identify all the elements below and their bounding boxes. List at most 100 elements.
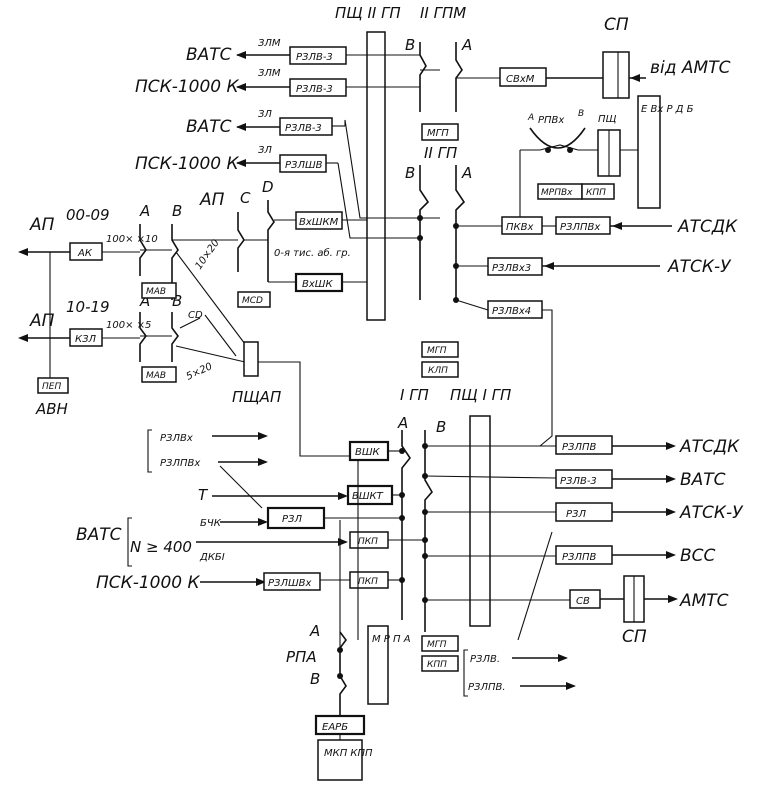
node-rpa-2 <box>337 673 343 679</box>
bracket-rzl-in <box>147 429 152 473</box>
label-dkbi: ДКБІ <box>199 552 225 563</box>
label-b-1gp: В <box>436 418 446 436</box>
line-10x20 <box>175 251 249 349</box>
box-vxshk-label: ВхШК <box>302 279 333 290</box>
box-mrpvx-label: МРПВх <box>541 188 573 198</box>
node-rpa-1 <box>337 647 343 653</box>
box-rzlv3-3-label: РЗЛВ-3 <box>285 123 322 134</box>
box-mav-2-label: МАВ <box>146 371 166 381</box>
node-1gp-a-1 <box>399 448 405 454</box>
arrowhead-bchk <box>258 518 268 526</box>
switch-2gp-b <box>419 165 430 300</box>
box-mgp-mid <box>421 341 459 358</box>
arrowhead-ap-2 <box>18 334 28 342</box>
box-rzlv3-1-label: РЗЛВ-3 <box>296 52 333 63</box>
label-rzlvx-in: РЗЛВх <box>160 433 193 444</box>
box-evrdb-label: Е Вх Р Д Б <box>641 104 694 115</box>
node-1gp-a-3 <box>399 515 405 521</box>
arrowhead-atsdk-o <box>666 442 676 450</box>
bracket-vats-l <box>127 517 132 567</box>
label-rzlpvx-in: РЗЛПВх <box>160 458 200 469</box>
label-ap-2: АП <box>29 311 55 331</box>
line-rzlshv-b <box>337 162 420 239</box>
arrowhead-vats-2 <box>236 123 246 131</box>
box-pep <box>37 377 69 394</box>
box-earb-label: ЕАРБ <box>322 722 348 733</box>
box-mgp-top-label: МГП <box>427 128 449 139</box>
switch-1gp-b <box>424 430 433 632</box>
rpvx-arc <box>529 127 586 149</box>
label-sp-top: СП <box>604 15 629 35</box>
label-zlm-2: ЗЛМ <box>258 68 281 79</box>
node-2gp-b-1 <box>417 215 423 221</box>
line-rzl-bottom <box>517 531 553 641</box>
label-a-2gp: А <box>461 164 472 182</box>
label-vss-o: ВСС <box>680 546 716 566</box>
label-pshchap: ПЩАП <box>232 388 281 406</box>
arrowhead-vats-o <box>666 475 676 483</box>
box-rzlshvx-label: РЗЛШВх <box>268 578 312 589</box>
label-n400: N ≥ 400 <box>130 538 192 556</box>
label-b-l2: В <box>172 292 182 310</box>
arrowhead-rzlvx-in <box>258 432 268 440</box>
node-rpvx-1 <box>545 147 551 153</box>
label-atsdk-r: АТСДК <box>677 217 738 237</box>
node-1gp-b-1 <box>422 537 428 543</box>
box-kzl-label: КЗЛ <box>75 334 97 345</box>
arrowhead-vid-amts <box>630 74 640 82</box>
label-a-1gp: А <box>397 414 408 432</box>
box-rzlshv-label: РЗЛШВ <box>285 160 323 171</box>
box-mgp-bot-label: МГП <box>427 640 447 650</box>
node-2gp-b-2 <box>417 235 423 241</box>
box-mkp-kpp-label: МКП КПП <box>324 748 373 759</box>
label-100x10: 100× ×10 <box>106 234 158 245</box>
label-rzlpv-bot: РЗЛПВ. <box>468 682 506 693</box>
node-rpvx-2 <box>567 147 573 153</box>
label-d-l1: D <box>262 178 274 196</box>
pshch-2gp-frame <box>366 31 386 321</box>
label-avn: АВН <box>35 400 68 418</box>
switch-d-l1 <box>267 200 275 282</box>
label-2gpm: II ГПМ <box>420 4 466 22</box>
label-atsku-o: АТСК-У <box>679 503 744 523</box>
label-rpvx: РПВх <box>538 115 564 126</box>
switch-c-l1 <box>237 212 245 272</box>
box-rzl-o-label: РЗЛ <box>566 509 586 520</box>
label-group-0: 0-я тис. аб. гр. <box>274 247 351 259</box>
label-c-l1: С <box>240 189 251 207</box>
label-2gp: II ГП <box>424 144 457 162</box>
box-mgp-top <box>421 123 459 141</box>
arrowhead-ap-1 <box>18 248 28 256</box>
box-pkp-2-label: ПКП <box>358 577 378 587</box>
arrowhead-amts-o <box>668 595 678 603</box>
switch-b-l2 <box>171 312 179 362</box>
switch-1gp-a <box>401 430 411 620</box>
label-t: Т <box>198 486 209 504</box>
label-vats-2: ВАТС <box>186 117 232 137</box>
arrowhead-rzlpv-bot <box>566 682 576 690</box>
box-kpp-bot <box>421 655 459 672</box>
label-5x20: 5×20 <box>185 361 215 383</box>
line-cd <box>179 317 201 329</box>
label-pshch-1gp: ПЩ I ГП <box>450 386 511 404</box>
label-a-l2: А <box>139 292 150 310</box>
box-rzl-in-label: РЗЛ <box>282 514 302 525</box>
label-1gp: I ГП <box>400 386 429 404</box>
arrowhead-rzlv-bot <box>558 654 568 662</box>
switch-2gpm-b <box>419 42 427 112</box>
node-1gp-a-2 <box>399 492 405 498</box>
arrowhead-rzlpvx-in <box>258 458 268 466</box>
label-psk-l: ПСК-1000 К <box>96 573 201 593</box>
box-kpp-top-label: КПП <box>586 188 606 198</box>
switch-2gp-a <box>455 165 466 300</box>
box-mkp-kpp <box>317 739 363 781</box>
label-10x20: 10×20 <box>193 238 221 272</box>
label-vats-l: ВАТС <box>76 525 122 545</box>
node-1gp-a-4 <box>399 577 405 583</box>
box-mcd <box>237 291 271 308</box>
box-pkp-1-label: ПКП <box>358 537 378 547</box>
box-rzlvx4-label: РЗЛВх4 <box>492 306 531 317</box>
pshch-1gp-frame <box>469 415 491 627</box>
box-rzlpvx-label: РЗЛПВх <box>560 222 600 233</box>
box-svxm <box>499 67 547 87</box>
